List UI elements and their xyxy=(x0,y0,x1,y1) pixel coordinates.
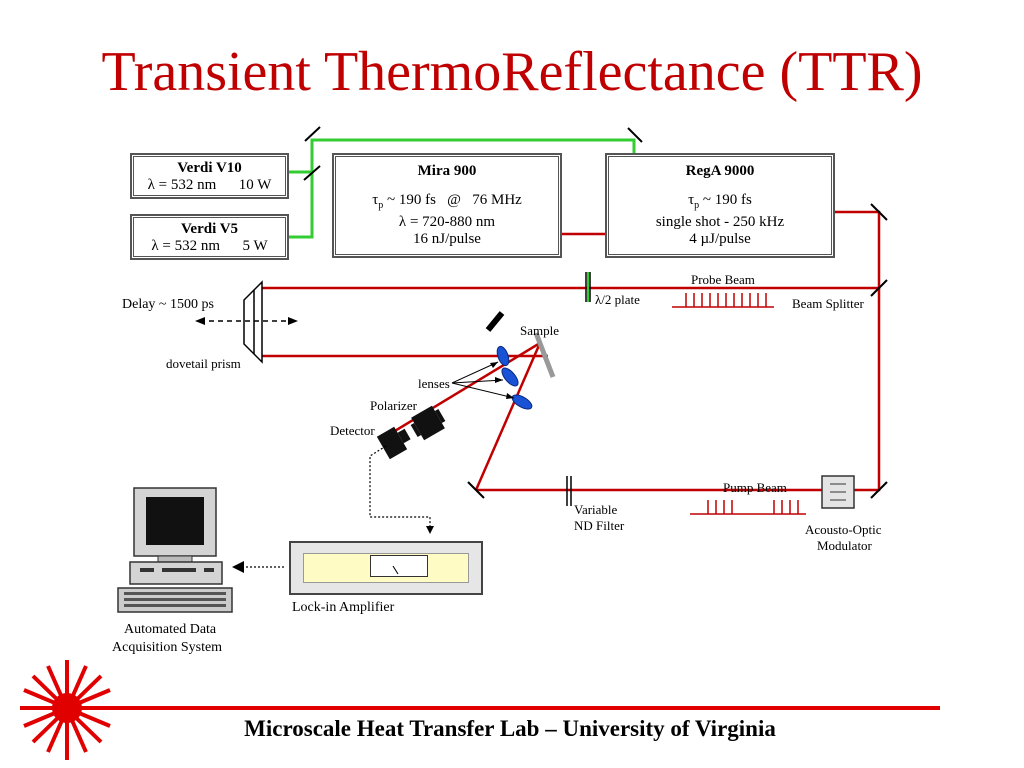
box-power: 10 W xyxy=(238,177,272,193)
rega-9000-box: RegA 9000 τp ~ 190 fs single shot - 250 … xyxy=(605,153,835,258)
pulse-spec: ~ 190 fs xyxy=(699,192,752,208)
lock-in-amplifier xyxy=(289,541,483,595)
half-wave-plate-icon xyxy=(585,272,591,302)
lock-in-meter xyxy=(370,555,428,577)
mirror-icon xyxy=(303,126,643,181)
lock-in-label: Lock-in Amplifier xyxy=(292,600,395,615)
nd-filter-label-2: ND Filter xyxy=(574,518,625,533)
pulse-spec: ~ 190 fs @ 76 MHz xyxy=(383,192,522,208)
sample-icon xyxy=(533,332,556,378)
slide-title: Transient ThermoReflectance (TTR) xyxy=(101,41,923,103)
footer-text: Microscale Heat Transfer Lab – Universit… xyxy=(244,716,776,741)
red-beam-paths xyxy=(262,210,881,492)
verdi-v10-box: Verdi V10 λ = 532 nm 10 W xyxy=(130,153,289,199)
box-power: 5 W xyxy=(242,238,268,254)
box-name: Mira 900 xyxy=(417,163,477,179)
half-wave-plate-label: λ/2 plate xyxy=(595,292,640,307)
rate-spec: single shot - 250 kHz xyxy=(655,214,785,230)
beam-stop-icon xyxy=(485,311,505,332)
mirror-icon xyxy=(870,203,888,221)
beam-splitter-label: Beam Splitter xyxy=(792,296,864,311)
daq-label-1: Automated Data xyxy=(124,622,217,637)
verdi-v5-box: Verdi V5 λ = 532 nm 5 W xyxy=(130,214,289,260)
box-name: Verdi V10 xyxy=(177,160,242,176)
daq-label-2: Acquisition System xyxy=(112,640,223,655)
probe-pulse-train-icon xyxy=(672,293,774,308)
lock-in-display xyxy=(303,553,469,583)
aom-label-2: Modulator xyxy=(817,538,872,553)
probe-beam-label: Probe Beam xyxy=(691,272,755,287)
aom-icon xyxy=(821,475,855,509)
polarizer-label: Polarizer xyxy=(370,398,417,413)
green-beam-paths xyxy=(288,138,636,239)
energy-spec: 4 µJ/pulse xyxy=(689,231,751,247)
pump-pulse-train-icon xyxy=(690,500,806,515)
delay-label: Delay ~ 1500 ps xyxy=(122,297,214,312)
box-wavelength: λ = 532 nm xyxy=(147,177,217,193)
energy-spec: 16 nJ/pulse xyxy=(413,231,481,247)
box-name: Verdi V5 xyxy=(180,221,239,237)
beam-splitter-icon xyxy=(870,279,888,297)
box-wavelength: λ = 532 nm xyxy=(151,238,220,254)
aom-label-1: Acousto-Optic xyxy=(805,522,882,537)
detector-icon xyxy=(376,426,411,460)
computer-icon xyxy=(117,487,233,613)
mirror-icon xyxy=(870,481,888,499)
box-name: RegA 9000 xyxy=(685,163,755,179)
pump-beam-label: Pump Beam xyxy=(723,480,787,495)
polarizer-icon xyxy=(410,405,446,441)
dovetail-prism-icon xyxy=(243,280,263,364)
mirror-icon xyxy=(467,481,485,499)
nd-filter-icon xyxy=(566,476,572,506)
mira-900-box: Mira 900 τp ~ 190 fs @ 76 MHz λ = 720-88… xyxy=(332,153,562,258)
sample-label: Sample xyxy=(520,323,559,338)
lenses-label: lenses xyxy=(418,376,450,391)
lens-icon xyxy=(496,345,533,410)
nd-filter-label-1: Variable xyxy=(574,502,618,517)
wavelength-spec: λ = 720-880 nm xyxy=(398,214,496,230)
detector-label: Detector xyxy=(330,423,375,438)
dovetail-prism-label: dovetail prism xyxy=(166,356,241,371)
